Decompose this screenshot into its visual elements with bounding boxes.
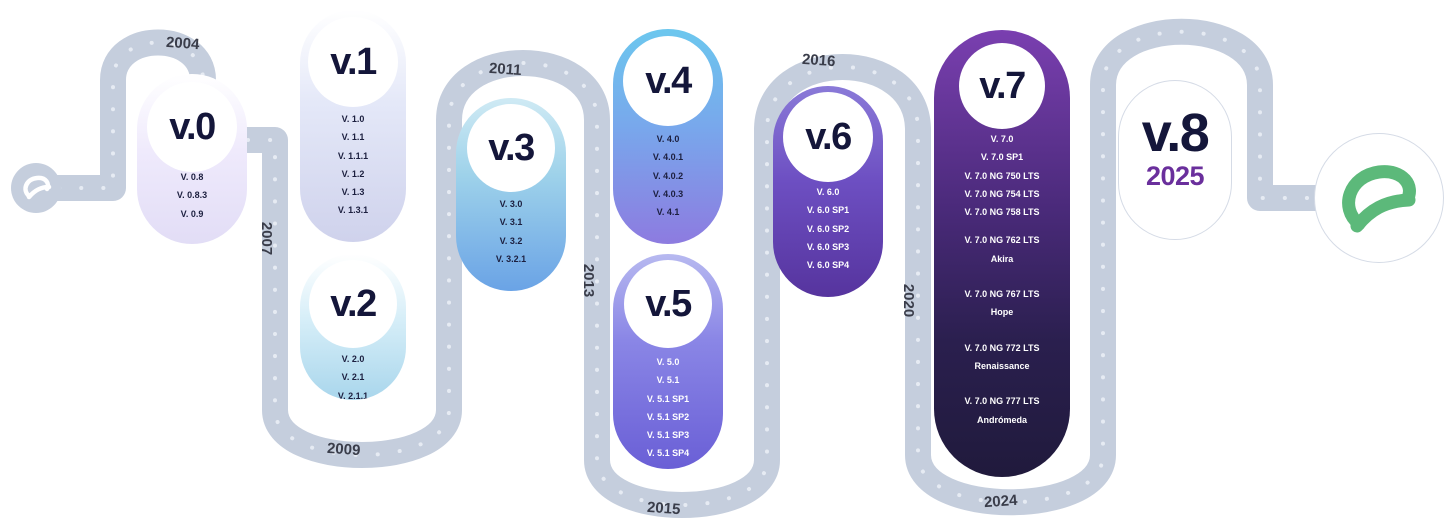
release-item: V. 0.9 [180, 208, 204, 219]
release-item: V. 6.0 SP1 [806, 205, 850, 216]
version-card-v6: v.6 V. 6.0 V. 6.0 SP1 V. 6.0 SP2 V. 6.0 … [773, 86, 883, 297]
version-card-v7: v.7 V. 7.0 V. 7.0 SP1 V. 7.0 NG 750 LTS … [934, 30, 1070, 477]
version-title: v.1 [330, 40, 377, 83]
year-label: 2020 [900, 283, 918, 318]
release-spacer [934, 322, 1070, 339]
release-item: V. 7.0 NG 762 LTS [964, 235, 1040, 246]
release-item: V. 4.0.3 [652, 188, 684, 199]
version-card-v1: v.1 V. 1.0 V. 1.1 V. 1.1.1 V. 1.2 V. 1.3… [300, 10, 406, 242]
start-logo-icon [11, 163, 61, 213]
version-bubble: v.7 [959, 43, 1045, 129]
release-item: V. 3.1 [499, 217, 523, 228]
release-item: V. 3.0 [499, 199, 523, 209]
release-spacer [934, 221, 1070, 231]
version-card-v0: v.0 V. 0.8 V. 0.8.3 V. 0.9 [137, 74, 247, 244]
release-list: V. 3.0 V. 3.1 V. 3.2 V. 3.2.1 [456, 195, 566, 268]
year-label: 2004 [165, 33, 200, 54]
year-label: 2013 [580, 263, 598, 298]
release-item: V. 5.1 SP1 [646, 393, 690, 404]
version-title: v.8 [1141, 103, 1210, 163]
version-title: v.2 [330, 282, 377, 325]
release-list: V. 0.8 V. 0.8.3 V. 0.9 [137, 168, 247, 223]
end-logo-icon [1314, 133, 1444, 263]
release-codename: Hope [990, 307, 1014, 318]
release-list: V. 5.0 V. 5.1 V. 5.1 SP1 V. 5.1 SP2 V. 5… [613, 353, 723, 463]
release-item: V. 7.0 SP1 [980, 152, 1024, 163]
year-label: 2024 [983, 491, 1018, 512]
release-item: V. 2.0 [341, 354, 365, 364]
release-item: V. 2.1.1 [337, 390, 369, 400]
version-card-v2: v.2 V. 2.0 V. 2.1 V. 2.1.1 [300, 254, 406, 400]
release-spacer [934, 375, 1070, 392]
release-item: V. 1.1 [341, 132, 365, 143]
year-label: 2011 [488, 59, 523, 80]
release-item: V. 6.0 SP2 [806, 223, 850, 234]
release-item: V. 5.1 SP4 [646, 448, 690, 459]
release-item: V. 6.0 [816, 187, 840, 197]
end-logo-mark [1342, 165, 1416, 233]
release-codename: Akira [990, 253, 1014, 264]
release-item: V. 3.2.1 [495, 253, 527, 264]
release-list: V. 2.0 V. 2.1 V. 2.1.1 [300, 350, 406, 400]
release-item: V. 1.3.1 [337, 205, 369, 216]
start-logo-mark [23, 175, 52, 200]
version-title: v.5 [645, 282, 692, 325]
release-list: V. 1.0 V. 1.1 V. 1.1.1 V. 1.2 V. 1.3 V. … [300, 110, 406, 220]
release-codename: Renaissance [974, 360, 1030, 371]
release-list: V. 6.0 V. 6.0 SP1 V. 6.0 SP2 V. 6.0 SP3 … [773, 183, 883, 274]
release-item: V. 5.1 SP2 [646, 411, 690, 422]
version-bubble: v.6 [783, 92, 873, 182]
year-label: 2007 [258, 221, 276, 256]
year-label: 2015 [646, 498, 681, 519]
release-spacer [934, 268, 1070, 285]
release-item: V. 7.0 NG 772 LTS [964, 342, 1040, 353]
version-card-v3: v.3 V. 3.0 V. 3.1 V. 3.2 V. 3.2.1 [456, 98, 566, 291]
release-item: V. 4.0.2 [652, 170, 684, 181]
release-item: V. 1.1.1 [337, 150, 369, 161]
release-item: V. 1.2 [341, 168, 365, 179]
release-item: V. 1.3 [341, 187, 365, 198]
version-title: v.3 [488, 126, 535, 169]
release-item: V. 5.0 [656, 357, 680, 367]
release-list: V. 4.0 V. 4.0.1 V. 4.0.2 V. 4.0.3 V. 4.1 [613, 130, 723, 221]
version-title: v.6 [805, 115, 852, 158]
year-label: 2009 [326, 439, 361, 460]
version-bubble: v.4 [623, 36, 713, 126]
version-card-v5: v.5 V. 5.0 V. 5.1 V. 5.1 SP1 V. 5.1 SP2 … [613, 254, 723, 469]
version-bubble: v.1 [308, 17, 398, 107]
version-bubble: v.2 [309, 260, 397, 348]
release-item: V. 5.1 SP3 [646, 430, 690, 441]
version-bubble: v.0 [147, 82, 237, 172]
version-title: v.7 [979, 64, 1026, 107]
release-item: V. 5.1 [656, 375, 680, 386]
version-card-v8: v.8 2025 [1118, 80, 1232, 240]
version-title: v.4 [645, 59, 692, 102]
version-bubble: v.5 [624, 260, 712, 348]
release-item: V. 4.0 [656, 134, 680, 144]
year-label: 2016 [801, 50, 836, 71]
release-item: V. 6.0 SP3 [806, 241, 850, 252]
release-list: V. 7.0 V. 7.0 SP1 V. 7.0 NG 750 LTS V. 7… [934, 130, 1070, 429]
release-item: V. 4.1 [656, 207, 680, 218]
release-item: V. 0.8 [180, 172, 204, 182]
release-item: V. 0.8.3 [176, 190, 208, 201]
release-item: V. 7.0 NG 758 LTS [964, 207, 1040, 218]
release-item: V. 4.0.1 [652, 152, 684, 163]
release-codename: Andrómeda [976, 414, 1027, 425]
version-bubble: v.3 [467, 104, 555, 192]
version-year: 2025 [1145, 161, 1205, 191]
release-item: V. 1.0 [341, 114, 365, 124]
version-card-v4: v.4 V. 4.0 V. 4.0.1 V. 4.0.2 V. 4.0.3 V.… [613, 29, 723, 244]
release-item: V. 2.1 [341, 372, 365, 383]
release-item: V. 7.0 NG 754 LTS [964, 188, 1040, 199]
release-item: V. 7.0 NG 777 LTS [964, 396, 1040, 407]
release-item: V. 3.2 [499, 235, 523, 246]
version-title: v.0 [169, 105, 216, 148]
release-item: V. 7.0 NG 750 LTS [964, 170, 1040, 181]
release-item: V. 7.0 [990, 134, 1014, 144]
release-item: V. 6.0 SP4 [806, 260, 850, 271]
release-item: V. 7.0 NG 767 LTS [964, 289, 1040, 300]
